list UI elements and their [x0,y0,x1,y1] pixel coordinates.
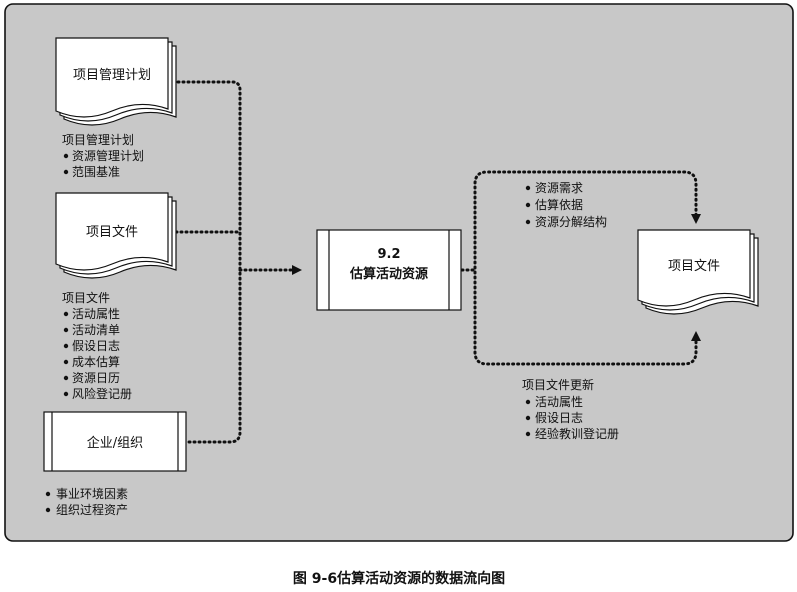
project-documents-doc: 项目文件 [55,192,177,279]
flow-connectors [174,80,701,444]
list-item: 估算依据 [535,197,583,212]
outputs-top-list: 资源需求 估算依据 资源分解结构 [525,181,607,229]
enterprise-organization-box: 企业/组织 [43,411,187,472]
input-connector [176,80,242,444]
doc1-list: 资源管理计划 范围基准 [63,148,144,179]
bullet-icon [45,507,51,513]
bullet-icon [525,185,531,191]
process-box: 9.2 估算活动资源 [316,229,462,311]
figure-caption: 图 9-6估算活动资源的数据流向图 [293,570,505,587]
list-item: 资源需求 [535,181,583,195]
list-item: 活动属性 [535,395,583,409]
doc-title: 项目文件 [86,225,138,240]
list-item: 范围基准 [72,165,120,179]
bullet-icon [63,359,69,365]
doc-title: 项目管理计划 [73,68,151,83]
org-title: 企业/组织 [87,435,143,451]
bullet-icon [63,327,69,333]
bullet-icon [525,399,531,405]
list-item: 事业环境因素 [56,486,128,501]
doc-title: 项目文件 [668,259,720,274]
arrow-to-doc-bottom [473,270,701,366]
process-name: 估算活动资源 [349,266,428,282]
bullet-icon [525,202,531,208]
list-item: 假设日志 [535,411,583,425]
bullet-icon [45,491,51,497]
bullet-icon [63,153,69,159]
outputs-bottom-list: 活动属性 假设日志 经验教训登记册 [525,395,619,441]
process-number: 9.2 [377,247,400,262]
project-management-plan-doc: 项目管理计划 [55,37,177,126]
list-item: 假设日志 [72,339,120,353]
list-item: 活动清单 [72,323,120,337]
bullet-icon [63,343,69,349]
list-item: 成本估算 [72,354,120,369]
list-item: 经验教训登记册 [535,426,619,441]
doc-list-heading: 项目文件更新 [522,377,594,392]
list-item: 资源分解结构 [535,214,607,229]
bullet-icon [63,169,69,175]
arrow-to-doc-top [473,170,701,270]
list-item: 资源日历 [72,371,120,385]
bullet-icon [525,219,531,225]
list-item: 活动属性 [72,307,120,321]
bullet-icon [63,375,69,381]
bullet-icon [63,391,69,397]
org-list: 事业环境因素 组织过程资产 [45,486,128,517]
bullet-icon [525,415,531,421]
list-item: 风险登记册 [72,386,132,401]
list-item: 资源管理计划 [72,148,144,163]
doc2-list: 活动属性 活动清单 假设日志 成本估算 资源日历 风险登记册 [63,307,132,401]
bullet-icon [63,311,69,317]
list-item: 组织过程资产 [56,502,128,517]
bullet-icon [525,431,531,437]
doc-list-heading: 项目文件 [62,290,110,305]
doc-list-heading: 项目管理计划 [62,132,134,147]
project-documents-output-doc: 项目文件 [637,229,759,315]
